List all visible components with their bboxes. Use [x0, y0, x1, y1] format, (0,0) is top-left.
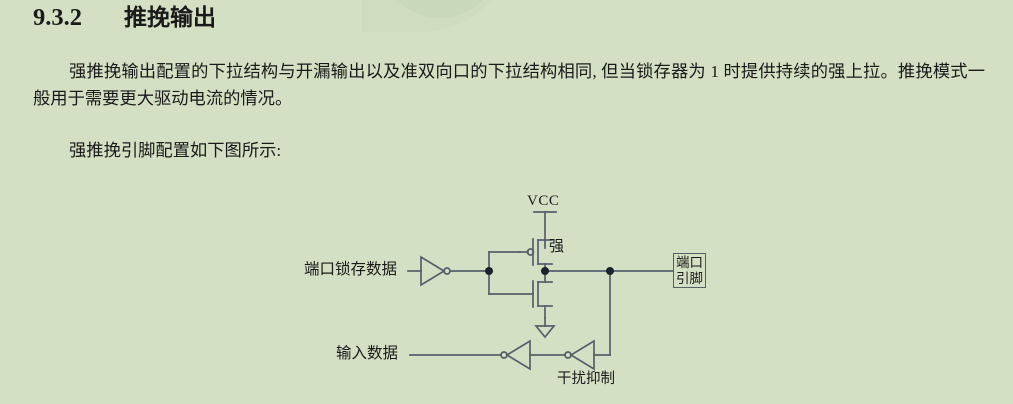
section-number: 9.3.2 — [33, 4, 82, 31]
inverter-latch-bubble — [443, 267, 451, 275]
port-pin-box: 端口 引脚 — [673, 253, 706, 288]
label-vcc: VCC — [527, 193, 560, 209]
body-paragraph-2: 强推挽引脚配置如下图所示: — [69, 141, 282, 160]
inverter-input-bubble — [500, 351, 508, 359]
label-noise-suppression: 干扰抑制 — [557, 371, 615, 387]
label-input-data: 输入数据 — [336, 345, 399, 362]
ground-symbol — [534, 325, 556, 339]
inverter-input-triangle — [505, 339, 531, 371]
decorative-swoosh-shape — [362, 0, 512, 32]
junction-dot-port-feedback — [606, 267, 614, 275]
label-strong-pullup: 强 — [549, 239, 565, 255]
inverter-noise-bubble — [564, 351, 572, 359]
body-paragraph-1: 强推挽输出配置的下拉结构与开漏输出以及准双向口的下拉结构相同, 但当锁存器为 1… — [33, 62, 985, 108]
port-pin-line-1: 端口 — [676, 254, 703, 270]
junction-dot-drain-output — [541, 267, 549, 275]
pmos-gate-bubble — [526, 248, 535, 256]
decorative-swoosh-shape-secondary — [380, 0, 500, 18]
inverter-latch-triangle — [420, 255, 446, 287]
port-pin-line-2: 引脚 — [676, 270, 703, 286]
inverter-noise-triangle — [569, 339, 595, 371]
page-title: 推挽输出 — [124, 5, 216, 31]
section-heading: 9.3.2 推挽输出 — [33, 2, 216, 34]
junction-dot-gate-split — [485, 267, 493, 275]
label-port-latch-data: 端口锁存数据 — [304, 261, 398, 278]
